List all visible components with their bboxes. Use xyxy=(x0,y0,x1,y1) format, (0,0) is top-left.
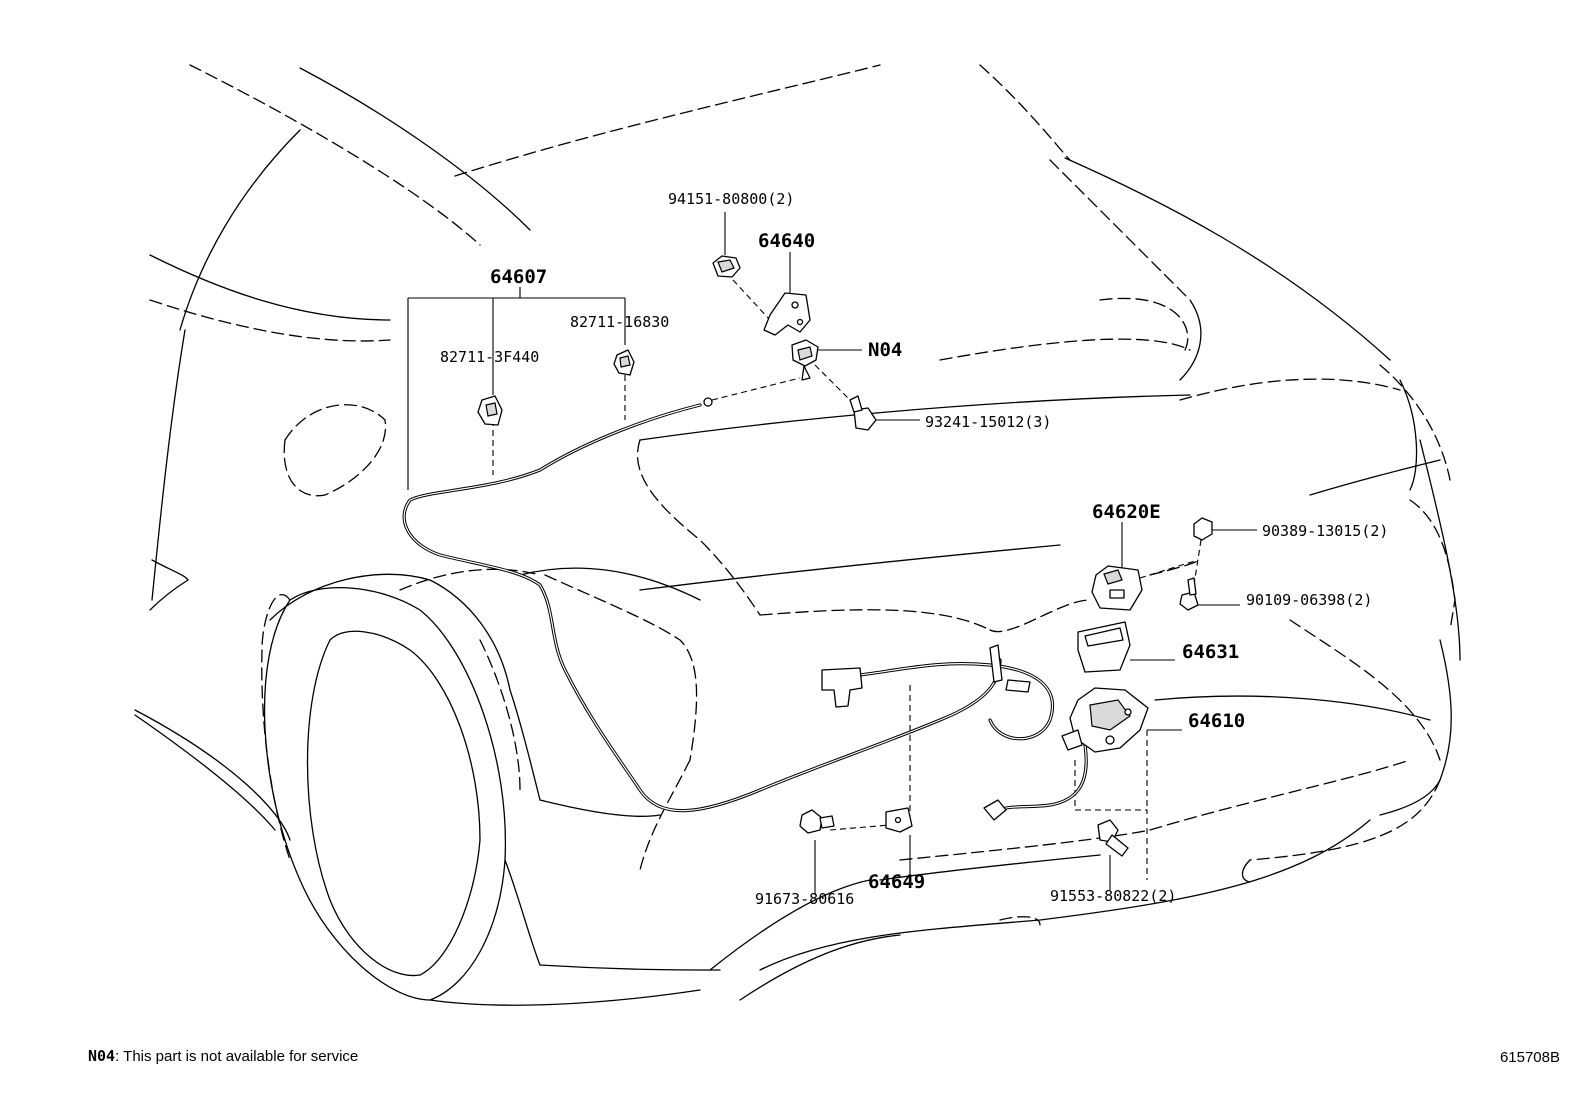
leader-lines xyxy=(407,212,1257,895)
part-64620E-actuator[interactable] xyxy=(1091,565,1143,611)
part-94151-grommet[interactable] xyxy=(712,255,741,278)
vehicle-body-outline xyxy=(134,64,1461,1006)
label-64640[interactable]: 64640 xyxy=(758,230,815,252)
label-64620E[interactable]: 64620E xyxy=(1092,501,1161,523)
label-91553-80822[interactable]: 91553-80822(2) xyxy=(1050,887,1176,905)
part-82711-16830-clip[interactable] xyxy=(613,349,635,376)
note-text: : This part is not available for service xyxy=(115,1048,359,1065)
part-64631-cover[interactable] xyxy=(1077,621,1131,673)
label-82711-16830[interactable]: 82711-16830 xyxy=(570,313,669,331)
figure-id: 615708B xyxy=(1499,1049,1560,1066)
part-91553-bolt[interactable] xyxy=(1097,819,1129,857)
release-cable xyxy=(402,397,1088,813)
part-n04-switch[interactable] xyxy=(791,339,819,381)
label-90109-06398[interactable]: 90109-06398(2) xyxy=(1246,591,1372,609)
label-91673-80616[interactable]: 91673-80616 xyxy=(755,890,854,908)
part-90109-bolt[interactable] xyxy=(1179,577,1199,611)
footer-note: N04: This part is not available for serv… xyxy=(88,1047,358,1065)
label-90389-13015[interactable]: 90389-13015(2) xyxy=(1262,522,1388,540)
label-94151-80800[interactable]: 94151-80800(2) xyxy=(668,190,794,208)
note-code: N04 xyxy=(88,1047,116,1065)
part-90389-nut[interactable] xyxy=(1193,517,1213,541)
label-n04[interactable]: N04 xyxy=(868,339,902,361)
part-91673-bolt[interactable] xyxy=(799,809,835,834)
label-93241-15012[interactable]: 93241-15012(3) xyxy=(925,413,1051,431)
label-64607[interactable]: 64607 xyxy=(490,266,547,288)
part-82711-3F440-clip[interactable] xyxy=(477,395,503,426)
part-labels: 64607 82711-16830 82711-3F440 94151-8080… xyxy=(440,190,1388,908)
part-64610-connector[interactable] xyxy=(983,644,1031,821)
part-64649-clamp[interactable] xyxy=(885,807,913,833)
part-release-handle[interactable] xyxy=(821,667,863,708)
part-64610-lock-assembly[interactable] xyxy=(1061,687,1149,753)
label-64631[interactable]: 64631 xyxy=(1182,641,1239,663)
label-64649[interactable]: 64649 xyxy=(868,871,925,893)
label-82711-3F440[interactable]: 82711-3F440 xyxy=(440,348,539,366)
part-64640-bracket[interactable] xyxy=(763,292,811,336)
part-93241-screw[interactable] xyxy=(849,395,877,431)
label-64610[interactable]: 64610 xyxy=(1188,710,1245,732)
